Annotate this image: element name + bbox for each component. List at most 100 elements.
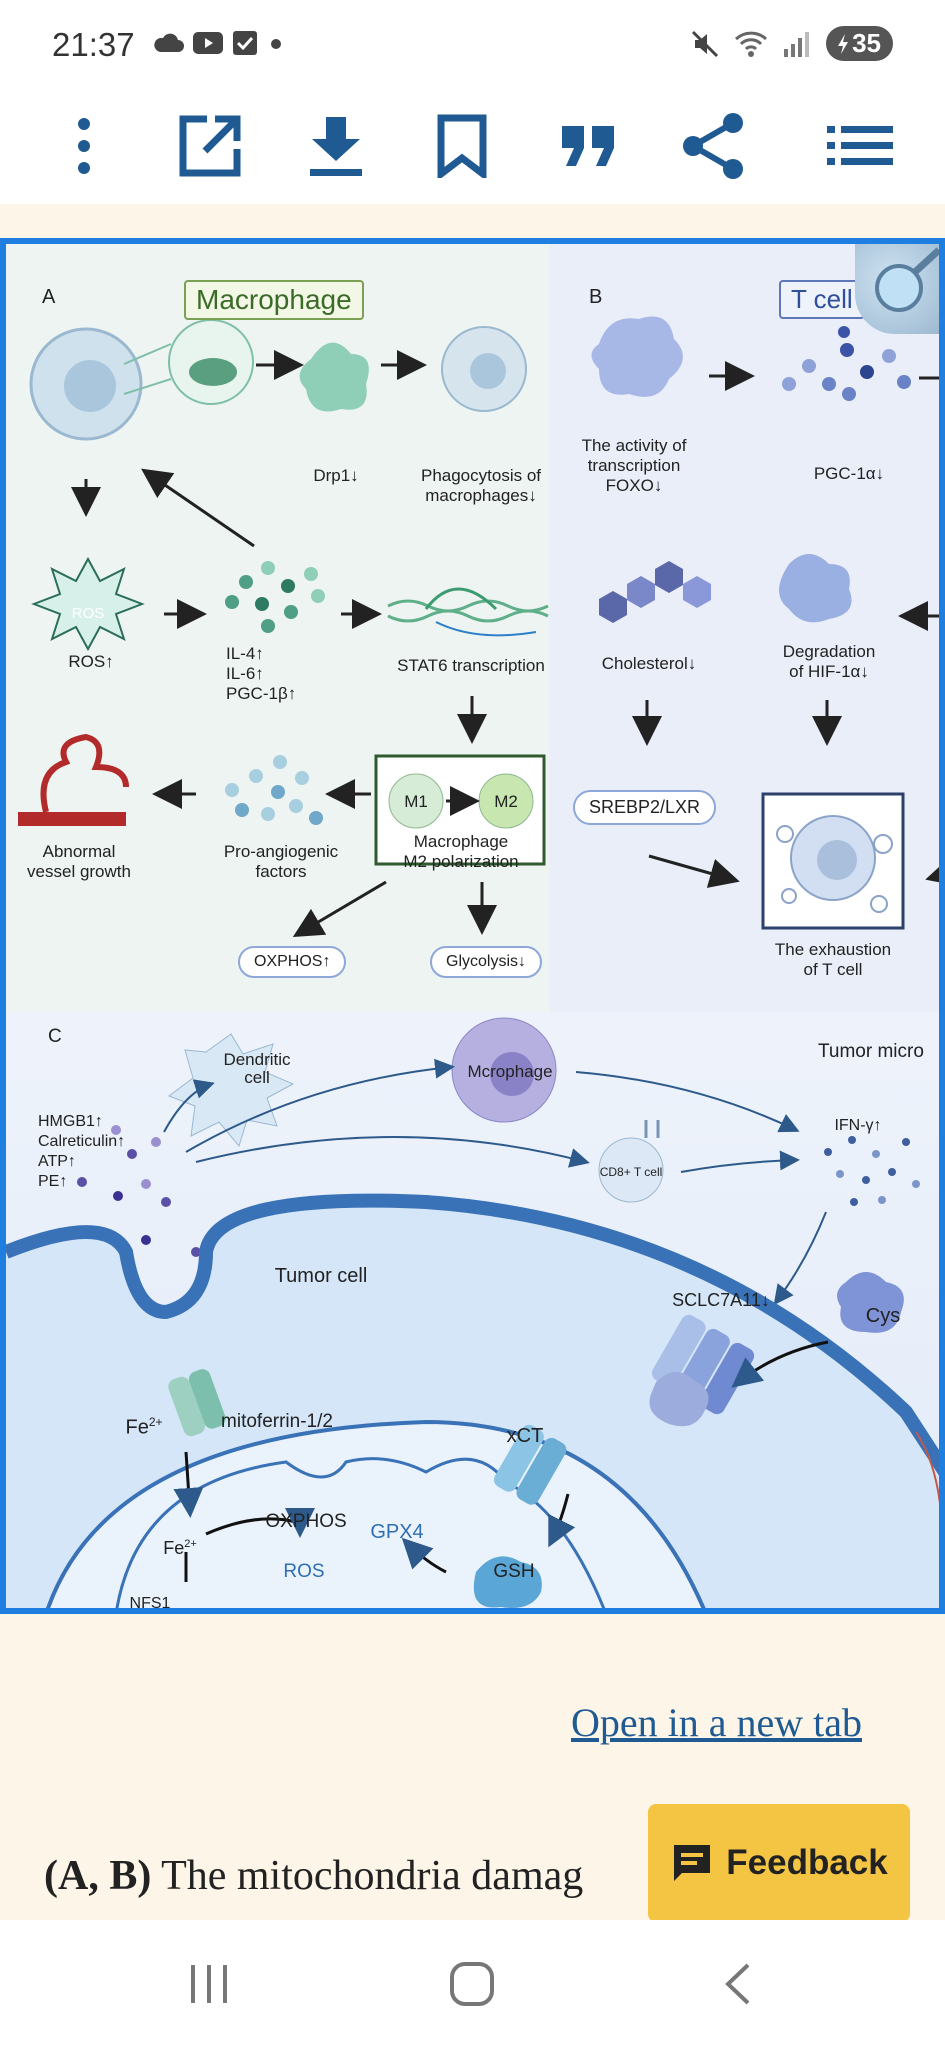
foxo-label-1: The activity of — [581, 436, 687, 455]
foxo-label-2: transcription — [587, 456, 681, 475]
stat6-label: STAT6 transcription — [397, 656, 545, 675]
feedback-label: Feedback — [726, 1843, 888, 1882]
fe2-label: Fe2+ — [160, 1534, 200, 1558]
gsh-label: GSH — [493, 1561, 535, 1582]
xct-label: xCT — [506, 1425, 544, 1447]
tumor-cell-label: Tumor cell — [274, 1265, 368, 1287]
figure-image[interactable]: A Macrophage Drp1↓ Phagocytosis of macro… — [0, 238, 945, 1614]
reader-toolbar — [0, 96, 945, 204]
cite-button[interactable] — [548, 106, 628, 186]
more-options-button[interactable] — [44, 106, 124, 186]
panel-b-title: T cell — [779, 280, 865, 319]
fe2-text: Fe — [163, 1538, 185, 1558]
exhaustion-label-1: The exhaustion — [774, 940, 892, 959]
fe-text: Fe — [125, 1416, 149, 1439]
figure-caption: (A, B) The mitochondria damag — [44, 1852, 583, 1900]
slc-label: SCLC7A11↓ — [672, 1290, 770, 1310]
battery-icon: 35 — [826, 26, 893, 61]
pro-angiogenic-label-1: Pro-angiogenic — [223, 842, 339, 861]
more-icon — [78, 118, 90, 174]
panel-b-graphics — [591, 316, 939, 930]
panel-c-graphics — [6, 1017, 939, 1608]
figure-panel-a: A Macrophage Drp1↓ Phagocytosis of macro… — [6, 244, 549, 1012]
share-icon — [683, 113, 743, 179]
vessel-label-2: vessel growth — [27, 862, 131, 881]
cholesterol-label: Cholesterol↓ — [601, 654, 697, 673]
panel-a-title: Macrophage — [184, 280, 364, 320]
cloud-icon — [154, 33, 184, 52]
gpx4-label: GPX4 — [370, 1521, 424, 1543]
calreticulin-label: Calreticulin↑ — [38, 1133, 126, 1150]
ifn-label: IFN-γ↑ — [834, 1117, 882, 1134]
pgc1b-label: PGC-1β↑ — [226, 684, 297, 703]
recents-icon — [191, 1965, 227, 2003]
youtube-icon — [193, 32, 223, 54]
pro-angiogenic-label-2: factors — [255, 862, 307, 881]
status-bar: 21:37 35 — [0, 0, 945, 96]
list-icon — [827, 126, 893, 165]
dot-icon — [271, 39, 281, 49]
open-external-icon — [179, 115, 241, 177]
mcrophage-label: Mcrophage — [467, 1062, 553, 1081]
foxo-label-3: FOXO↓ — [605, 476, 663, 495]
pe-label: PE↑ — [38, 1173, 68, 1190]
hif-label-1: Degradation — [782, 642, 876, 661]
glycolysis-pill: Glycolysis↓ — [430, 946, 543, 978]
recents-button[interactable] — [164, 1944, 254, 2024]
phagocytosis-label-2: macrophages↓ — [425, 486, 537, 505]
home-button[interactable] — [427, 1944, 517, 2024]
open-in-new-tab-link[interactable]: Open in a new tab — [571, 1700, 863, 1745]
fe-label: Fe2+ — [124, 1412, 164, 1438]
feedback-button[interactable]: Feedback — [648, 1804, 910, 1922]
il6-label: IL-6↑ — [226, 664, 264, 683]
article-content: A Macrophage Drp1↓ Phagocytosis of macro… — [0, 204, 945, 1922]
status-time: 21:37 — [52, 26, 135, 63]
srebp-pill: SREBP2/LXR — [573, 790, 717, 825]
wifi-icon — [735, 31, 768, 57]
ros-badge: ROS — [71, 605, 105, 622]
panel-b-letter: B — [589, 286, 603, 308]
m2-label: M2 — [494, 792, 518, 811]
contents-button[interactable] — [820, 106, 900, 186]
figure-panel-c: C Dendritic cell Mcrophage Tumor micro H… — [6, 1012, 939, 1608]
pgc1a-label: PGC-1α↓ — [813, 464, 885, 483]
oxphos-label: OXPHOS — [265, 1511, 347, 1532]
download-icon — [310, 117, 362, 176]
cd8-label: CD8+ T cell — [599, 1165, 663, 1179]
ros-label: ROS↑ — [68, 652, 114, 671]
dendritic-label-1: Dendritic — [223, 1050, 291, 1069]
hif-label-2: of HIF-1α↓ — [789, 662, 869, 681]
feedback-icon — [674, 1845, 711, 1881]
signal-icon — [784, 31, 810, 57]
bookmark-icon — [437, 114, 487, 178]
quote-icon — [562, 126, 614, 166]
cys-label: Cys — [865, 1305, 901, 1327]
battery-level: 35 — [852, 28, 881, 58]
caption-panel-ref: (A, B) — [44, 1853, 152, 1899]
back-icon — [725, 1963, 750, 2005]
tumor-micro-label: Tumor micro — [818, 1041, 924, 1062]
panel-a-letter: A — [42, 286, 56, 308]
macrophage-m2-label-2: M2 polarization — [403, 852, 519, 871]
back-button[interactable] — [692, 1944, 782, 2024]
fe2-charge: 2+ — [184, 1538, 197, 1550]
download-button[interactable] — [296, 106, 376, 186]
dendritic-label-2: cell — [244, 1068, 270, 1087]
status-left-icons — [152, 30, 286, 56]
status-right-icons: 35 — [690, 26, 893, 61]
mitoferrin-label: mitoferrin-1/2 — [221, 1411, 333, 1432]
checkbox-icon — [233, 31, 257, 55]
bookmark-button[interactable] — [422, 106, 502, 186]
share-button[interactable] — [674, 106, 754, 186]
drp1-label: Drp1↓ — [313, 466, 359, 485]
fe-charge: 2+ — [148, 1415, 163, 1429]
phagocytosis-label-1: Phagocytosis of — [420, 466, 541, 485]
figure-panel-b: B T cell The activity of transcription F… — [549, 244, 939, 1012]
open-external-button[interactable] — [170, 106, 250, 186]
vessel-label-1: Abnormal — [42, 842, 116, 861]
mute-icon — [692, 30, 719, 57]
zoom-icon[interactable] — [855, 244, 939, 334]
hmgb1-label: HMGB1↑ — [38, 1113, 103, 1130]
atp-label: ATP↑ — [38, 1153, 76, 1170]
exhaustion-label-2: of T cell — [803, 960, 863, 979]
